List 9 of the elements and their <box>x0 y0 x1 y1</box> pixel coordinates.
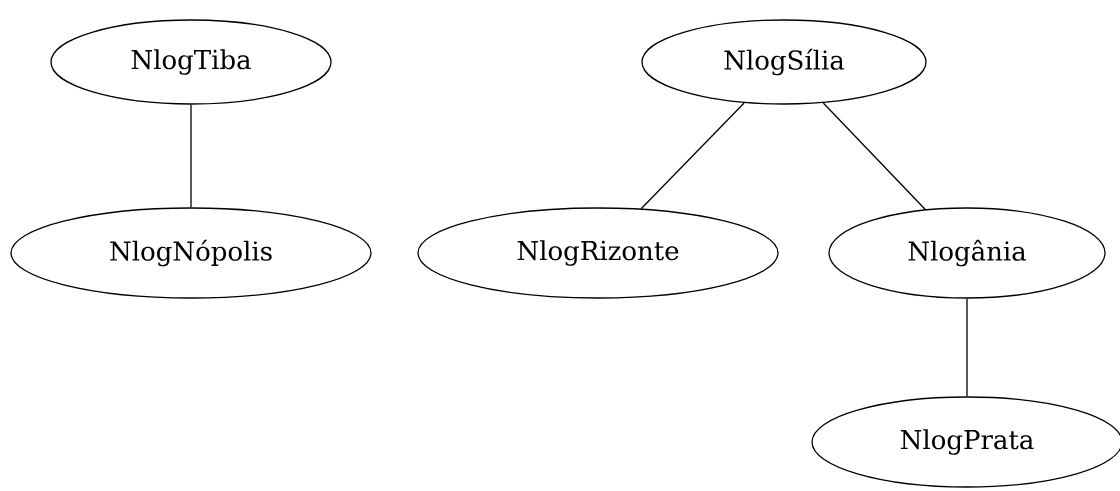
connector-line <box>640 102 745 210</box>
ellipse-node: NlogSília <box>641 19 927 105</box>
ellipse-node: Nlogânia <box>828 207 1106 299</box>
ellipse-node: NlogNópolis <box>10 207 372 299</box>
connector-line <box>822 102 926 211</box>
ellipse-node: NlogRizonte <box>417 207 779 299</box>
connector-line <box>966 298 968 397</box>
ellipse-node: NlogTiba <box>50 19 332 105</box>
connector-line <box>190 104 192 208</box>
